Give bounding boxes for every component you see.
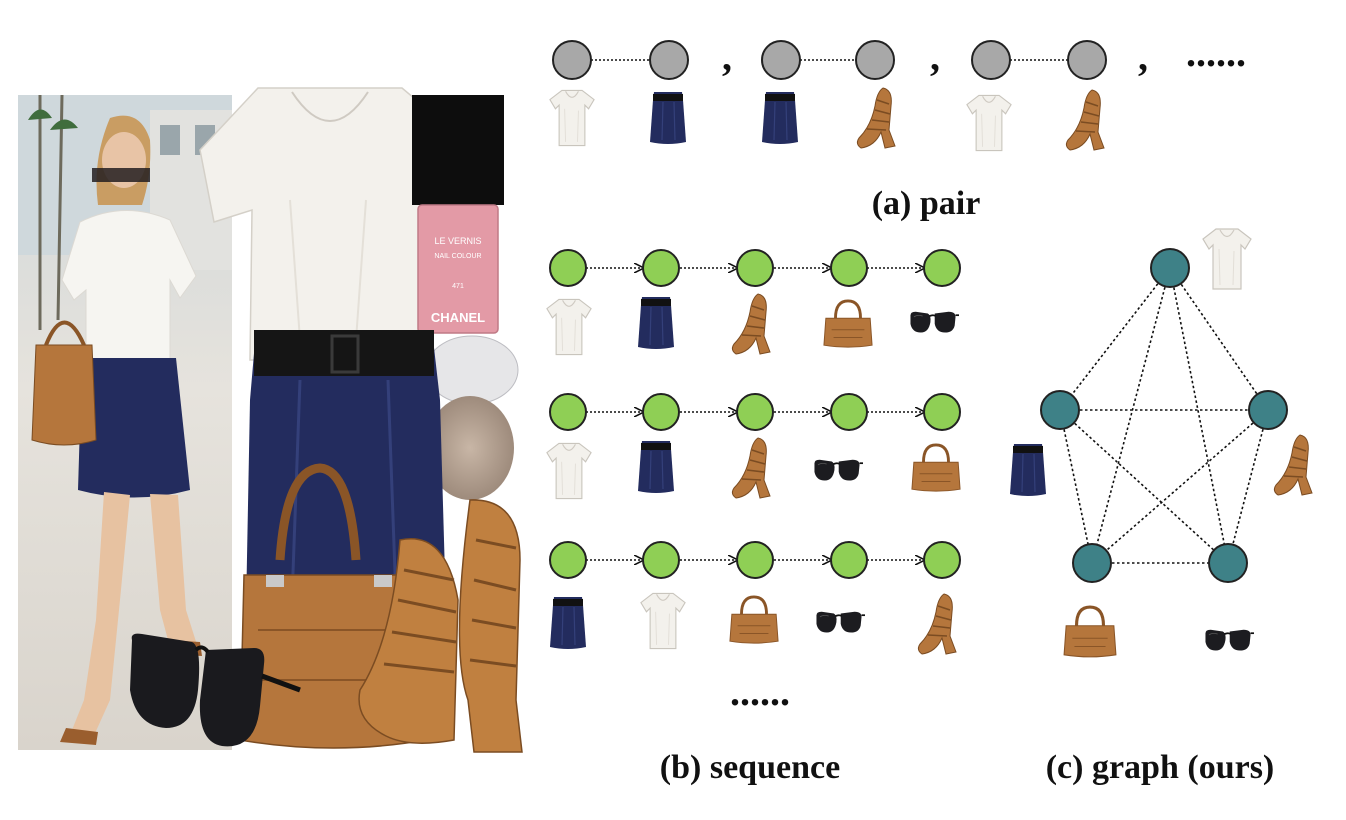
graph-node (1248, 390, 1288, 430)
polish-label-3: 471 (452, 283, 464, 290)
pair-3 (966, 40, 1107, 152)
outfit-collage: LE VERNIS NAIL COLOUR 471 CHANEL (18, 87, 523, 753)
sequence-row-1 (546, 249, 961, 356)
tan-handbag-icon (728, 595, 780, 645)
graph-node (1150, 248, 1190, 288)
pair-panel: , , , ...... (a) pair (549, 30, 1246, 222)
white-top-icon (966, 94, 1012, 152)
street-photo (18, 94, 232, 750)
white-top-icon (549, 89, 595, 147)
pair-comma: , (930, 34, 940, 79)
graph-node (1072, 543, 1112, 583)
graph-panel: (c) graph (ours) (1009, 228, 1313, 786)
graph-edge (1091, 267, 1171, 564)
pair-node (552, 40, 592, 80)
navy-skirt-icon (649, 91, 687, 145)
navy-skirt-icon (761, 91, 799, 145)
graph-node (1040, 390, 1080, 430)
polish-label-1: LE VERNIS (434, 236, 481, 246)
pair-node (1067, 40, 1107, 80)
seq-node (736, 541, 774, 579)
tan-sandal-icon (1273, 434, 1313, 496)
pair-ellipsis: ...... (1186, 30, 1246, 75)
seq-node (830, 393, 868, 431)
graph-edge (1227, 409, 1269, 564)
sequence-caption: (b) sequence (660, 749, 840, 786)
pair-comma: , (722, 34, 732, 79)
seq-node (736, 249, 774, 287)
black-sunglasses-icon (909, 310, 960, 334)
polish-label-2: NAIL COLOUR (434, 253, 481, 260)
seq-node (830, 541, 868, 579)
black-sunglasses-icon (1204, 628, 1255, 652)
tan-sandal-icon (917, 593, 957, 655)
navy-skirt-icon (549, 596, 587, 650)
pair-node (855, 40, 895, 80)
tan-handbag-icon (822, 299, 874, 349)
sequence-ellipsis: ...... (730, 669, 790, 714)
tan-handbag-icon (910, 443, 962, 493)
seq-node (923, 541, 961, 579)
sequence-panel: ...... (b) sequence (546, 249, 962, 786)
white-top-icon (1202, 228, 1252, 290)
white-top-icon (546, 442, 592, 500)
graph-edges (1059, 267, 1269, 564)
graph-edge (1059, 409, 1229, 564)
graph-caption: (c) graph (ours) (1046, 749, 1275, 786)
pair-2 (761, 40, 896, 149)
tan-sandal-icon (731, 293, 771, 355)
tan-handbag-icon (1062, 605, 1118, 659)
seq-node (830, 249, 868, 287)
navy-skirt-icon (637, 440, 675, 494)
pair-node (971, 40, 1011, 80)
sequence-row-2 (546, 393, 962, 500)
navy-skirt-large (246, 330, 446, 619)
seq-node (923, 393, 961, 431)
seq-node (549, 541, 587, 579)
graph-edge (1169, 267, 1269, 411)
tan-sandal-icon (856, 87, 896, 149)
sequence-row-3 (549, 541, 961, 655)
graph-edge (1169, 267, 1229, 564)
graph-edge (1091, 409, 1269, 564)
black-sunglasses-icon (815, 610, 866, 634)
seq-node (642, 541, 680, 579)
tan-sandal-icon (1065, 89, 1105, 151)
black-sunglasses-icon (813, 458, 864, 482)
sandals-large (358, 499, 523, 753)
seq-node (736, 393, 774, 431)
seq-node (549, 393, 587, 431)
navy-skirt-icon (1009, 443, 1047, 497)
polish-brand: CHANEL (431, 310, 485, 325)
graph-edge (1059, 267, 1171, 411)
white-top-icon (640, 592, 686, 650)
seq-node (923, 249, 961, 287)
graph-edge (1059, 409, 1093, 564)
tan-sandal-icon (731, 437, 771, 499)
nail-polish: LE VERNIS NAIL COLOUR 471 CHANEL (412, 95, 504, 334)
seq-node (642, 393, 680, 431)
white-top-icon (546, 298, 592, 356)
pair-caption: (a) pair (872, 185, 981, 222)
pair-comma: , (1138, 34, 1148, 79)
sunglasses-large (130, 633, 301, 747)
navy-skirt-icon (637, 296, 675, 350)
pair-node (649, 40, 689, 80)
seq-node (549, 249, 587, 287)
seq-node (642, 249, 680, 287)
pair-node (761, 40, 801, 80)
graph-node (1208, 543, 1248, 583)
pair-1 (549, 40, 689, 147)
